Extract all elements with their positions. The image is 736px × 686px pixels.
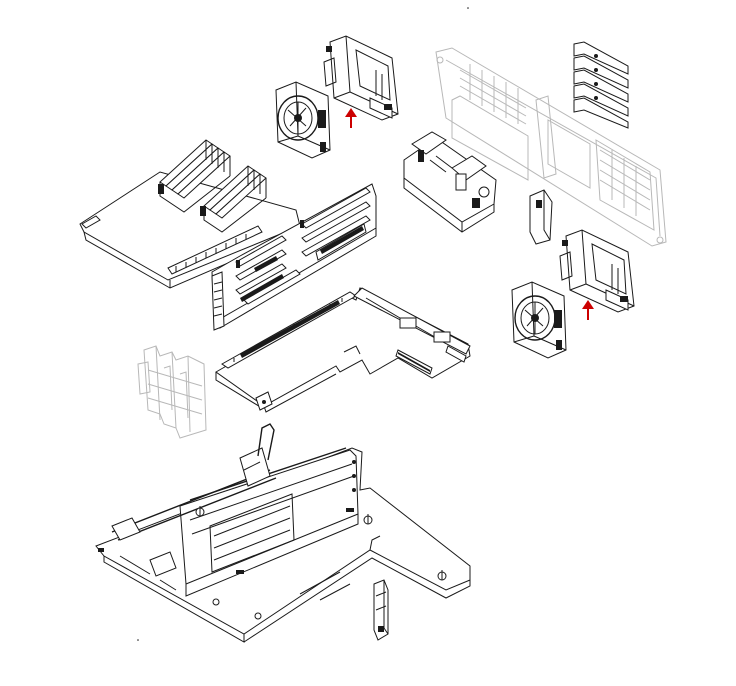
fan-bracket-upper: [323, 35, 399, 121]
arrow-lower: [582, 300, 594, 320]
rear-panel: [435, 47, 667, 247]
pci-slot-covers: [573, 41, 629, 129]
card-guide: [137, 345, 207, 439]
pci-riser-board: [211, 183, 377, 331]
memory-board: [79, 139, 301, 289]
small-bracket: [529, 189, 553, 245]
fan-upper: [275, 81, 331, 159]
arrow-upper: [345, 108, 357, 128]
fan-lower: [511, 281, 567, 359]
power-module: [403, 131, 497, 233]
fan-bracket-lower: [559, 229, 635, 313]
side-latch: [373, 579, 389, 641]
cpu-board: [215, 287, 471, 413]
chassis-tray: [95, 423, 471, 643]
